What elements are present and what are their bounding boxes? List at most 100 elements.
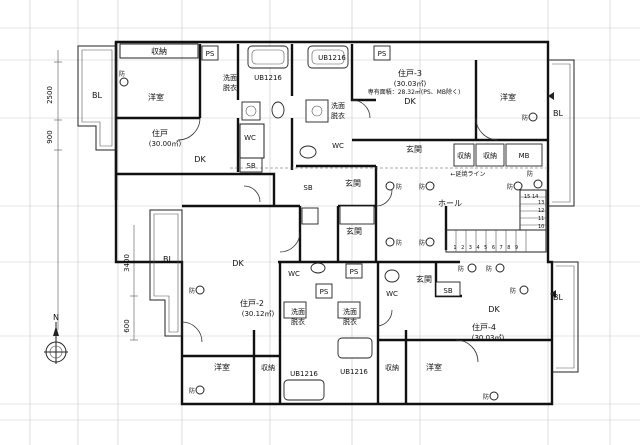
fire-mark: 防: [419, 183, 425, 191]
fire-mark: 防: [483, 393, 489, 401]
ps-label: PS: [206, 50, 215, 58]
toilet-unit2: [310, 262, 326, 274]
storage-label: 収納: [261, 363, 275, 372]
bl-arrow-bottom-right: [550, 290, 556, 298]
unit-area: (30.00㎡): [149, 140, 182, 148]
washroom-label: 脱衣: [291, 317, 305, 326]
entrance-label: 玄関: [345, 178, 361, 188]
bathtub-unit4: [337, 337, 373, 359]
fire-mark: 防: [486, 265, 492, 273]
unit-label: 住戸: [152, 128, 168, 138]
entrance-label: 玄関: [346, 226, 362, 236]
bl-label: BL: [553, 293, 563, 302]
stair-number: 123456789: [453, 245, 522, 251]
fixtures: [119, 43, 547, 401]
storage-label: 収納: [151, 46, 167, 56]
toilet-unit4: [384, 269, 400, 283]
stair-number: 11: [538, 216, 544, 222]
door-swings: [177, 99, 499, 363]
bl-arrow-top-right: [548, 92, 554, 100]
dk-label: DK: [488, 305, 500, 314]
dimension-900: 900: [46, 130, 54, 143]
unit-top-left: 収納 PS 洋室 BL 住戸 (30.00㎡) DK: [92, 46, 215, 164]
entrance-label: 玄関: [416, 274, 432, 284]
bathroom-label: UB1216: [340, 368, 368, 376]
interior-walls: [116, 44, 552, 404]
fire-mark: 防: [396, 239, 402, 247]
bl-label: BL: [553, 109, 563, 118]
common-area: 収納 MB SB 玄関 玄関 ←延焼ライン ホール 15 14 13 12 11…: [303, 151, 544, 251]
fire-mark: 防: [510, 287, 516, 295]
unit-label: 住戸-3: [398, 68, 422, 78]
storage-label: 収納: [457, 151, 471, 160]
dk-label: DK: [194, 155, 206, 164]
sb-label: SB: [246, 162, 255, 170]
wc-label: WC: [288, 270, 300, 278]
bathroom-label: UB1216: [318, 54, 346, 62]
entrance-label: 玄関: [406, 144, 422, 154]
toilet-top-left: [271, 101, 285, 119]
bathtub-left: [247, 45, 289, 69]
washroom-label: 洗面: [343, 307, 357, 316]
storage-label: 収納: [385, 363, 399, 372]
extension-line-label: ←延焼ライン: [450, 170, 485, 178]
western-room-label: 洋室: [426, 362, 442, 372]
bathroom-label: UB1216: [290, 370, 318, 378]
washroom-label: 脱衣: [331, 111, 345, 120]
wc-label: WC: [332, 142, 344, 150]
washroom-label: 洗面: [223, 73, 237, 82]
storage-label: 収納: [483, 151, 497, 160]
fire-mark: 防: [522, 114, 528, 122]
western-room-label: 洋室: [148, 92, 164, 102]
toilet-top-mid: [299, 145, 317, 159]
outer-walls: [77, 40, 579, 406]
washroom-label: 脱衣: [223, 83, 237, 92]
sb-label: SB: [443, 287, 452, 295]
wc-label: WC: [244, 134, 256, 142]
unit-4: PS WC 玄関 SB 洗面 脱衣 DK BL 住戸-4 (30.03㎡) 収納…: [340, 268, 563, 376]
unit-2: BL DK 住戸-2 (30.12㎡) WC PS 洗面 脱衣 洋室 収納 UB…: [163, 255, 329, 378]
fire-mark: 防: [189, 287, 195, 295]
ps-label: PS: [320, 288, 329, 296]
dk-label: DK: [232, 259, 244, 268]
dimension-600: 600: [123, 319, 131, 332]
dimension-2500: 2500: [46, 86, 54, 104]
fire-mark: 防: [507, 183, 513, 191]
bathtub-right: [307, 45, 349, 69]
mb-label: MB: [519, 152, 530, 160]
wc-label: WC: [386, 290, 398, 298]
stair-number: 15: [524, 194, 530, 200]
washroom-label: 洗面: [291, 307, 305, 316]
fire-mark: 防: [119, 70, 125, 78]
stairs: [445, 189, 547, 253]
hall-label: ホール: [438, 199, 462, 208]
washroom-label: 脱衣: [343, 317, 357, 326]
stair-number: 14: [532, 194, 538, 200]
ps-label: PS: [378, 50, 387, 58]
bathtub-unit2: [283, 379, 325, 401]
sb-label: SB: [303, 184, 312, 192]
unit-label: 住戸-2: [240, 298, 264, 308]
bl-label: BL: [92, 91, 102, 100]
unit-area: (30.03㎡): [472, 334, 505, 342]
dk-label: DK: [404, 97, 416, 106]
western-room-label: 洋室: [214, 362, 230, 372]
compass: N: [44, 313, 68, 364]
compass-north-label: N: [53, 313, 59, 322]
fire-detector-marks: 防 防 防 防 防 防 防 防 防 防 防 防 防 防: [119, 70, 543, 401]
stair-number: 12: [538, 208, 544, 214]
stair-number: 10: [538, 224, 544, 230]
fire-mark: 防: [396, 183, 402, 191]
fire-mark: 防: [527, 170, 533, 178]
unit-area: (30.03㎡): [394, 80, 427, 88]
stair-number: 13: [538, 200, 544, 206]
western-room-label: 洋室: [500, 92, 516, 102]
washroom-label: 洗面: [331, 101, 345, 110]
fire-mark: 防: [458, 265, 464, 273]
bl-label: BL: [163, 255, 173, 264]
unit-top-center: 洗面 脱衣 UB1216 UB1216 WC SB: [223, 54, 346, 170]
area-note: 専有面積：28.32㎡(PS、MB除く): [368, 88, 461, 96]
bathroom-label: UB1216: [254, 74, 282, 82]
unit-area: (30.12㎡): [242, 310, 275, 318]
